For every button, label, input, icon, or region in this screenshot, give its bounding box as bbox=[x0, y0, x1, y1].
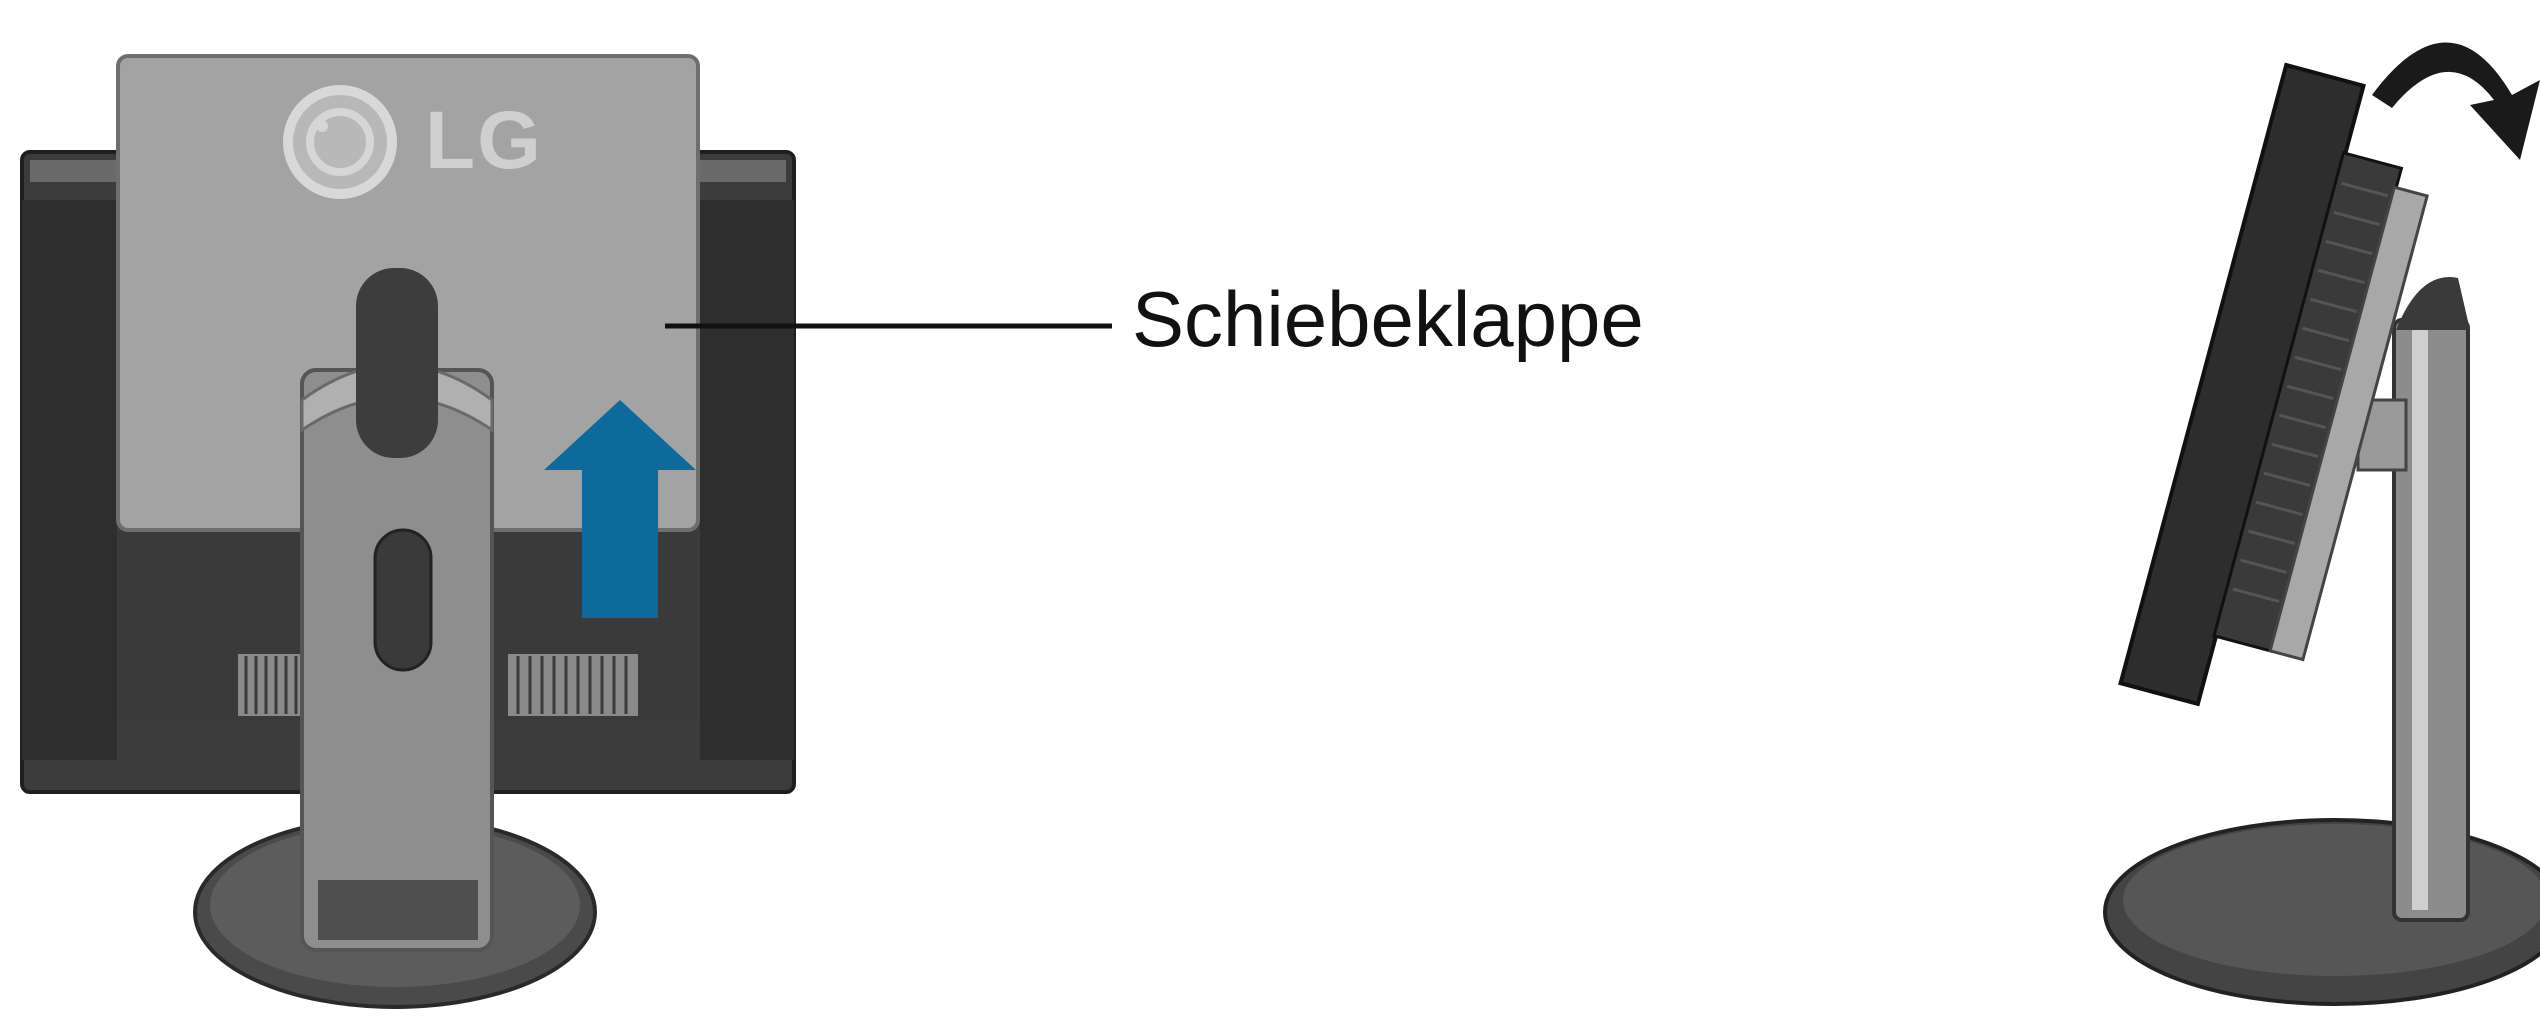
monitor-back-view bbox=[20, 54, 796, 1009]
side-sliding-cover bbox=[2268, 185, 2429, 662]
cable-hole bbox=[373, 528, 433, 672]
monitor-side-view bbox=[2103, 42, 2540, 1006]
arrow-up-icon bbox=[544, 400, 696, 618]
lg-logo-text: LG bbox=[425, 95, 543, 186]
lg-logo-icon bbox=[283, 85, 397, 199]
curved-arrow-icon bbox=[2372, 42, 2540, 160]
hinge-block bbox=[356, 268, 438, 458]
vent-right bbox=[508, 654, 638, 716]
sliding-cover-label: Schiebeklappe bbox=[1132, 275, 1644, 363]
